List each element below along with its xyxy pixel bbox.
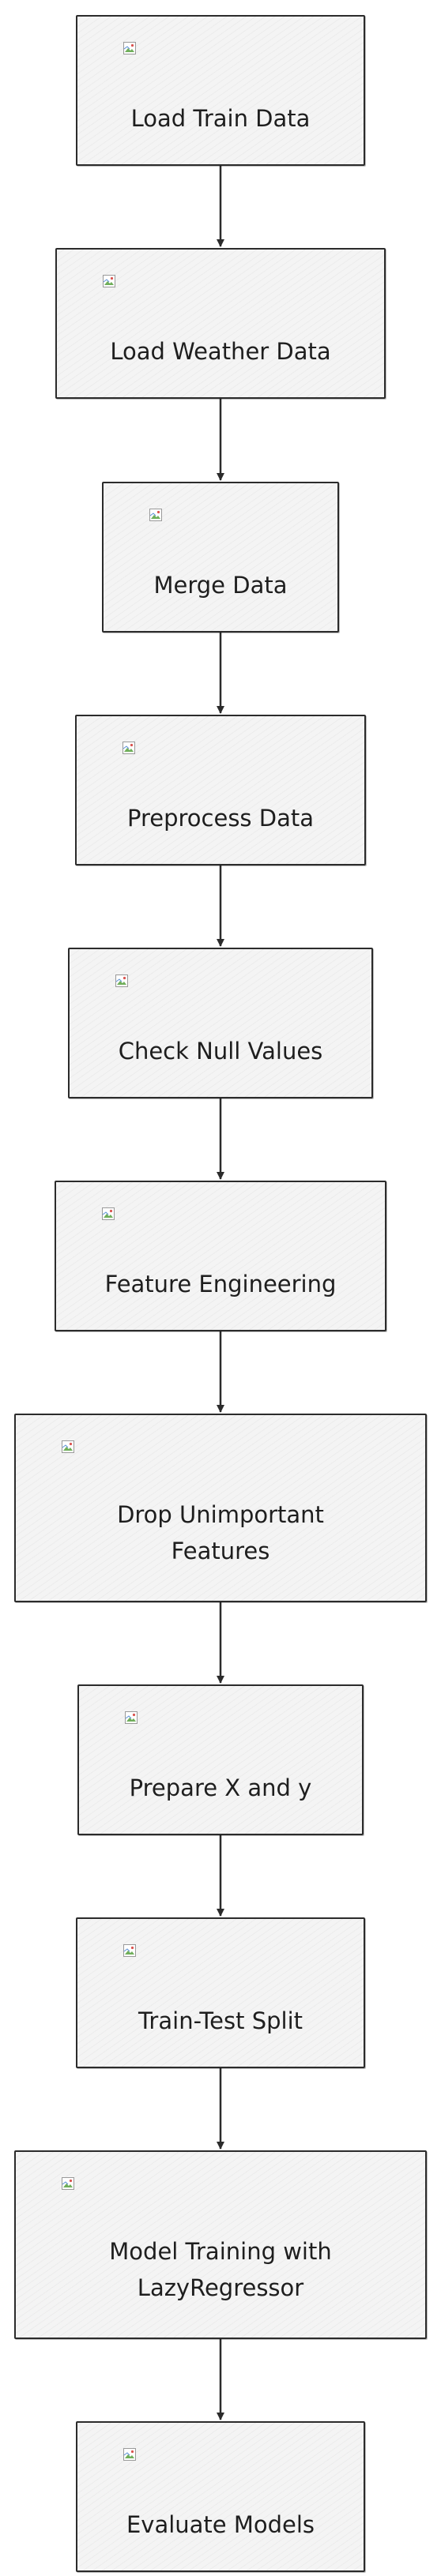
node-load-train-data: Load Train Data bbox=[76, 15, 365, 166]
node-train-test-split: Train-Test Split bbox=[76, 1917, 365, 2068]
broken-image-icon bbox=[123, 42, 136, 54]
node-drop-unimportant-features: Drop Unimportant Features bbox=[14, 1414, 427, 1602]
broken-image-icon bbox=[62, 1440, 74, 1453]
broken-image-icon bbox=[122, 742, 135, 754]
node-feature-engineering: Feature Engineering bbox=[55, 1181, 386, 1331]
broken-image-icon bbox=[123, 1944, 136, 1957]
broken-image-icon bbox=[123, 2448, 136, 2461]
node-label: Prepare X and y bbox=[129, 1774, 312, 1801]
node-label: Drop Unimportant Features bbox=[117, 1501, 324, 1564]
node-label: Merge Data bbox=[153, 572, 288, 599]
broken-image-icon bbox=[62, 2177, 74, 2190]
broken-image-icon bbox=[115, 974, 128, 987]
broken-image-icon bbox=[125, 1711, 138, 1724]
node-label: Check Null Values bbox=[118, 1038, 323, 1065]
node-label: Feature Engineering bbox=[104, 1271, 337, 1297]
broken-image-icon bbox=[102, 1207, 115, 1220]
broken-image-icon bbox=[149, 509, 162, 521]
node-load-weather-data: Load Weather Data bbox=[55, 248, 386, 399]
node-prepare-x-and-y: Prepare X and y bbox=[77, 1684, 364, 1835]
node-label: Model Training with LazyRegressor bbox=[109, 2238, 332, 2301]
node-label: Evaluate Models bbox=[126, 2511, 315, 2538]
node-merge-data: Merge Data bbox=[102, 482, 339, 633]
node-label: Load Train Data bbox=[130, 105, 311, 132]
broken-image-icon bbox=[103, 275, 115, 287]
node-label: Train-Test Split bbox=[138, 2007, 303, 2034]
node-preprocess-data: Preprocess Data bbox=[75, 715, 366, 866]
node-label: Load Weather Data bbox=[110, 338, 331, 365]
node-label: Preprocess Data bbox=[126, 805, 314, 832]
node-evaluate-models: Evaluate Models bbox=[76, 2421, 365, 2572]
node-check-null-values: Check Null Values bbox=[68, 948, 373, 1098]
node-model-training-lazyregressor: Model Training with LazyRegressor bbox=[14, 2150, 427, 2339]
